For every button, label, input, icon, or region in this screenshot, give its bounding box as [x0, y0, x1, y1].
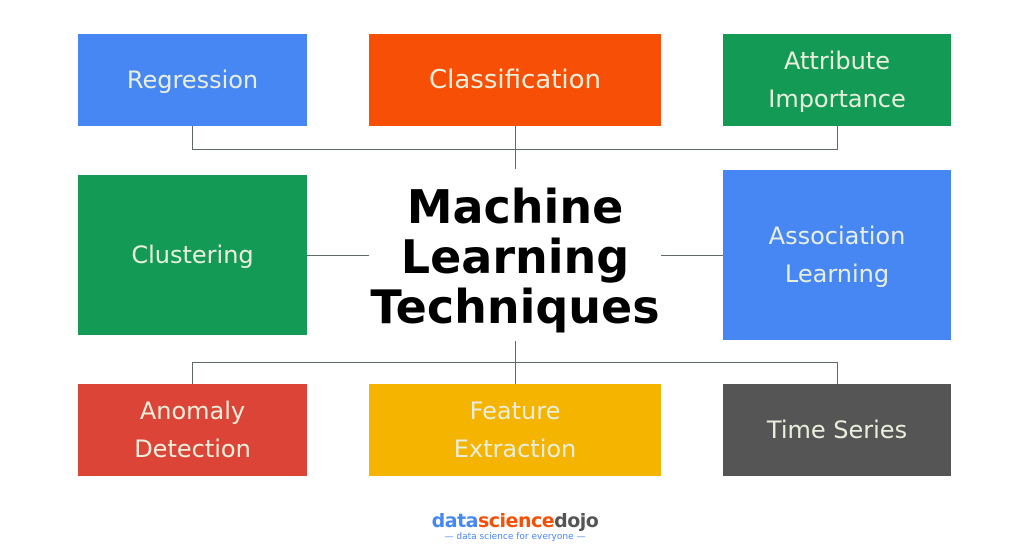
- connector: [837, 362, 838, 384]
- box-feature-extraction: Feature Extraction: [369, 384, 661, 476]
- label: Classification: [428, 65, 602, 95]
- box-clustering: Clustering: [78, 175, 307, 335]
- title-line: Learning: [400, 230, 630, 284]
- connector: [307, 255, 369, 256]
- tagline-text: data science for everyone: [456, 532, 574, 542]
- connector: [192, 126, 193, 149]
- connector: [192, 362, 838, 363]
- box-anomaly-detection: Anomaly Detection: [78, 384, 307, 476]
- connector: [192, 362, 193, 384]
- connector: [837, 126, 838, 149]
- label: Attribute Importance: [768, 47, 906, 113]
- box-classification: Classification: [369, 34, 661, 126]
- label: Clustering: [131, 241, 254, 269]
- box-attribute-importance: Attribute Importance: [723, 34, 951, 126]
- title-line: Machine: [406, 180, 624, 234]
- connector: [661, 255, 723, 256]
- box-association-learning: Association Learning: [723, 170, 951, 340]
- diagram-title: Machine Learning Techniques: [340, 182, 690, 332]
- label: Time Series: [766, 416, 908, 444]
- title-line: Techniques: [370, 280, 660, 334]
- box-regression: Regression: [78, 34, 307, 126]
- logo: datasciencedojo — data science for every…: [430, 510, 600, 542]
- label: Feature Extraction: [453, 397, 577, 463]
- logo-part: science: [477, 510, 555, 532]
- logo-part: data: [431, 510, 479, 532]
- label: Anomaly Detection: [134, 397, 251, 463]
- logo-tagline: — data science for everyone —: [444, 532, 586, 542]
- label: Regression: [126, 66, 259, 94]
- connector: [515, 126, 516, 169]
- logo-part: dojo: [554, 510, 599, 532]
- box-time-series: Time Series: [723, 384, 951, 476]
- label: Association Learning: [768, 222, 906, 288]
